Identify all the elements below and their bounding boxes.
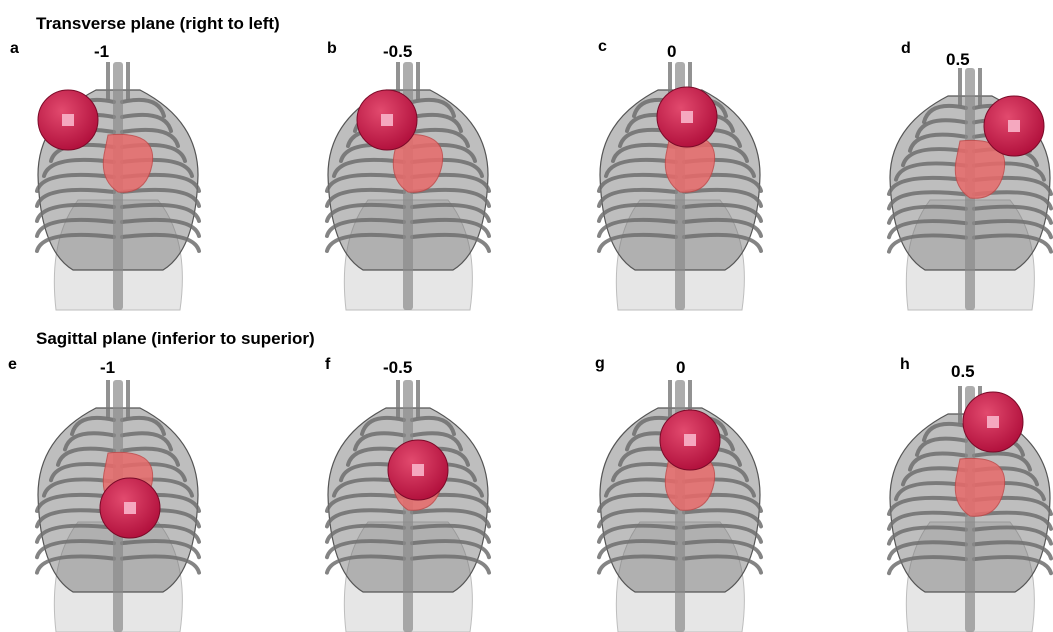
panel-letter-a: a: [10, 40, 19, 58]
torso-model: [28, 62, 208, 310]
panel-value-b: -0.5: [383, 42, 412, 62]
panel-c-illustration: [590, 62, 770, 310]
torso-model: [590, 62, 770, 310]
sphere-marker: [681, 111, 693, 123]
panel-letter-f: f: [325, 356, 330, 374]
torso-model: [318, 380, 498, 632]
vessel-left: [106, 380, 110, 418]
sphere-marker: [381, 114, 393, 126]
panel-letter-c: c: [598, 38, 607, 56]
sphere-marker: [124, 502, 136, 514]
panel-a-illustration: [28, 62, 208, 310]
panel-value-c: 0: [667, 42, 676, 62]
panel-f-illustration: [318, 380, 498, 632]
panel-value-e: -1: [100, 358, 115, 378]
panel-value-g: 0: [676, 358, 685, 378]
vessel-right: [126, 62, 130, 100]
panel-letter-b: b: [327, 40, 337, 58]
vessel-right: [978, 68, 982, 106]
vessel-left: [396, 380, 400, 418]
vessel-right: [126, 380, 130, 418]
torso-model: [885, 68, 1053, 310]
torso-model: [318, 62, 498, 310]
torso-model: [28, 380, 208, 632]
vessel-left: [106, 62, 110, 100]
vessel-left: [668, 380, 672, 418]
sphere-marker: [412, 464, 424, 476]
sphere-marker: [1008, 120, 1020, 132]
row-title-sagittal: Sagittal plane (inferior to superior): [36, 329, 315, 349]
panel-value-h: 0.5: [951, 362, 975, 382]
vessel-left: [958, 68, 962, 106]
panel-h-illustration: [885, 386, 1053, 632]
torso-model: [885, 386, 1053, 632]
panel-letter-d: d: [901, 40, 911, 58]
vessel-right: [416, 380, 420, 418]
panel-value-f: -0.5: [383, 358, 412, 378]
panel-e-illustration: [28, 380, 208, 632]
vessel-right: [416, 62, 420, 100]
panel-letter-h: h: [900, 356, 910, 374]
panel-letter-g: g: [595, 355, 605, 373]
panel-d-illustration: [885, 68, 1053, 310]
panel-value-a: -1: [94, 42, 109, 62]
vessel-left: [958, 386, 962, 424]
torso-model: [590, 380, 770, 632]
panel-value-d: 0.5: [946, 50, 970, 70]
sphere-marker: [684, 434, 696, 446]
panel-g-illustration: [590, 380, 770, 632]
panel-letter-e: e: [8, 356, 17, 374]
row-title-transverse: Transverse plane (right to left): [36, 14, 280, 34]
panel-b-illustration: [318, 62, 498, 310]
sphere-marker: [62, 114, 74, 126]
sphere-marker: [987, 416, 999, 428]
